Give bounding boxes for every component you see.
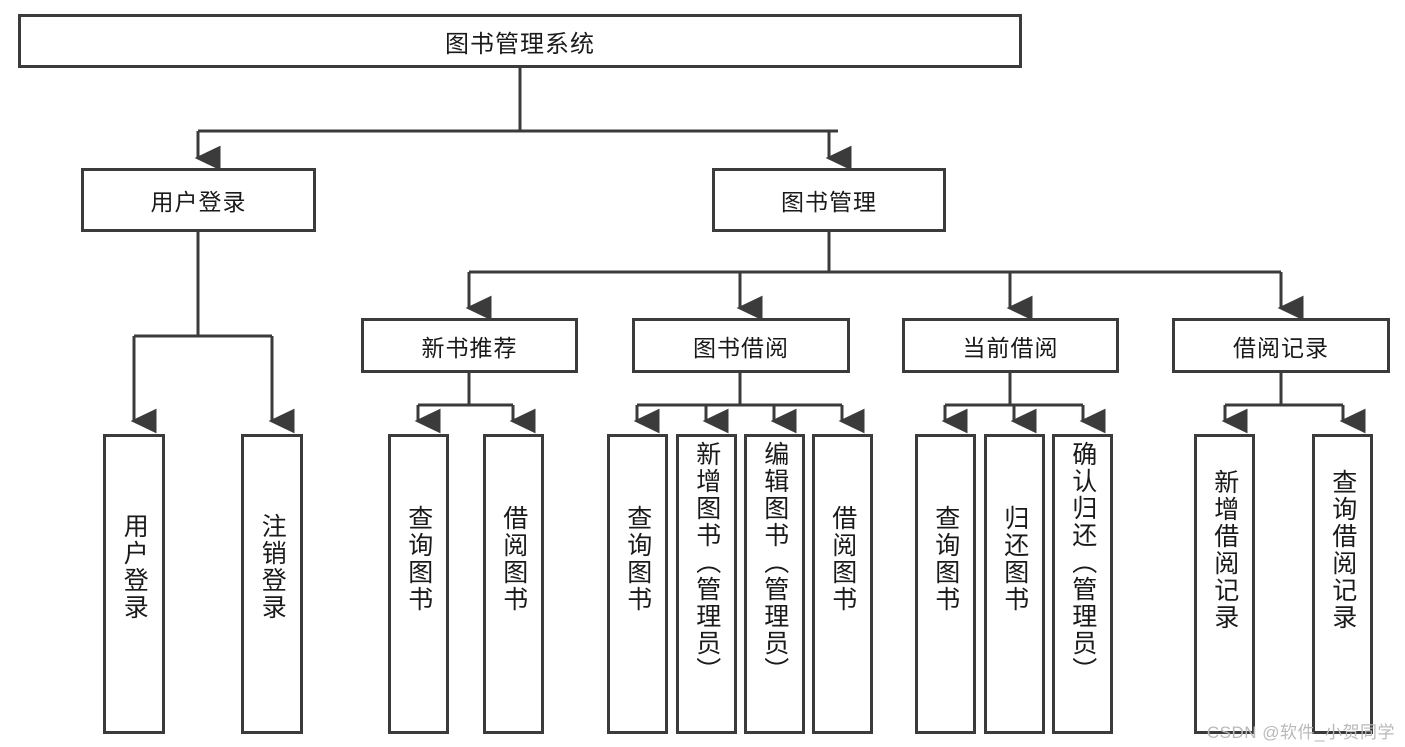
leaf-label: 查询图书	[623, 505, 652, 613]
node-root-book-management-system[interactable]: 图书管理系统	[18, 14, 1022, 68]
leaf-record-add-record[interactable]: 新增借阅记录	[1194, 434, 1255, 734]
leaf-borrow-add-book-admin[interactable]: 新增图书（管理员）	[676, 434, 737, 734]
leaf-current-confirm-return-admin[interactable]: 确认归还（管理员）	[1052, 434, 1113, 734]
node-new-book-recommend[interactable]: 新书推荐	[361, 318, 578, 373]
leaf-borrow-borrow-book[interactable]: 借阅图书	[812, 434, 873, 734]
leaf-recommend-query-book[interactable]: 查询图书	[388, 434, 449, 734]
node-label: 当前借阅	[962, 334, 1059, 361]
node-label: 图书管理	[781, 189, 877, 215]
node-borrow-record[interactable]: 借阅记录	[1172, 318, 1390, 373]
node-label: 借阅记录	[1233, 334, 1329, 361]
node-label: 用户登录	[150, 189, 247, 215]
leaf-label: 用户登录	[120, 513, 149, 621]
node-book-management[interactable]: 图书管理	[712, 168, 946, 232]
leaf-label: 查询借阅记录	[1328, 469, 1357, 631]
leaf-borrow-edit-book-admin[interactable]: 编辑图书（管理员）	[744, 434, 805, 734]
leaf-user-login-signout[interactable]: 注销登录	[241, 434, 303, 734]
leaf-current-return-book[interactable]: 归还图书	[984, 434, 1045, 734]
node-book-borrow[interactable]: 图书借阅	[632, 318, 850, 373]
leaf-label: 编辑图书（管理员）	[760, 441, 789, 684]
node-label: 新书推荐	[421, 334, 518, 361]
leaf-label: 确认归还（管理员）	[1068, 441, 1097, 684]
leaf-recommend-borrow-book[interactable]: 借阅图书	[483, 434, 544, 734]
leaf-label: 查询图书	[931, 505, 960, 613]
leaf-record-query-record[interactable]: 查询借阅记录	[1312, 434, 1373, 734]
leaf-label: 新增图书（管理员）	[692, 441, 721, 684]
leaf-user-login-signin[interactable]: 用户登录	[103, 434, 165, 734]
leaf-current-query-book[interactable]: 查询图书	[915, 434, 976, 734]
node-current-borrow[interactable]: 当前借阅	[902, 318, 1119, 373]
leaf-label: 新增借阅记录	[1210, 469, 1239, 631]
leaf-label: 注销登录	[258, 513, 287, 621]
leaf-borrow-query-book[interactable]: 查询图书	[607, 434, 668, 734]
leaf-label: 归还图书	[1000, 505, 1029, 613]
node-label: 图书管理系统	[445, 30, 595, 58]
node-user-login[interactable]: 用户登录	[81, 168, 316, 232]
leaf-label: 借阅图书	[499, 505, 528, 613]
node-label: 图书借阅	[693, 334, 789, 361]
leaf-label: 借阅图书	[828, 505, 857, 613]
leaf-label: 查询图书	[404, 505, 433, 613]
